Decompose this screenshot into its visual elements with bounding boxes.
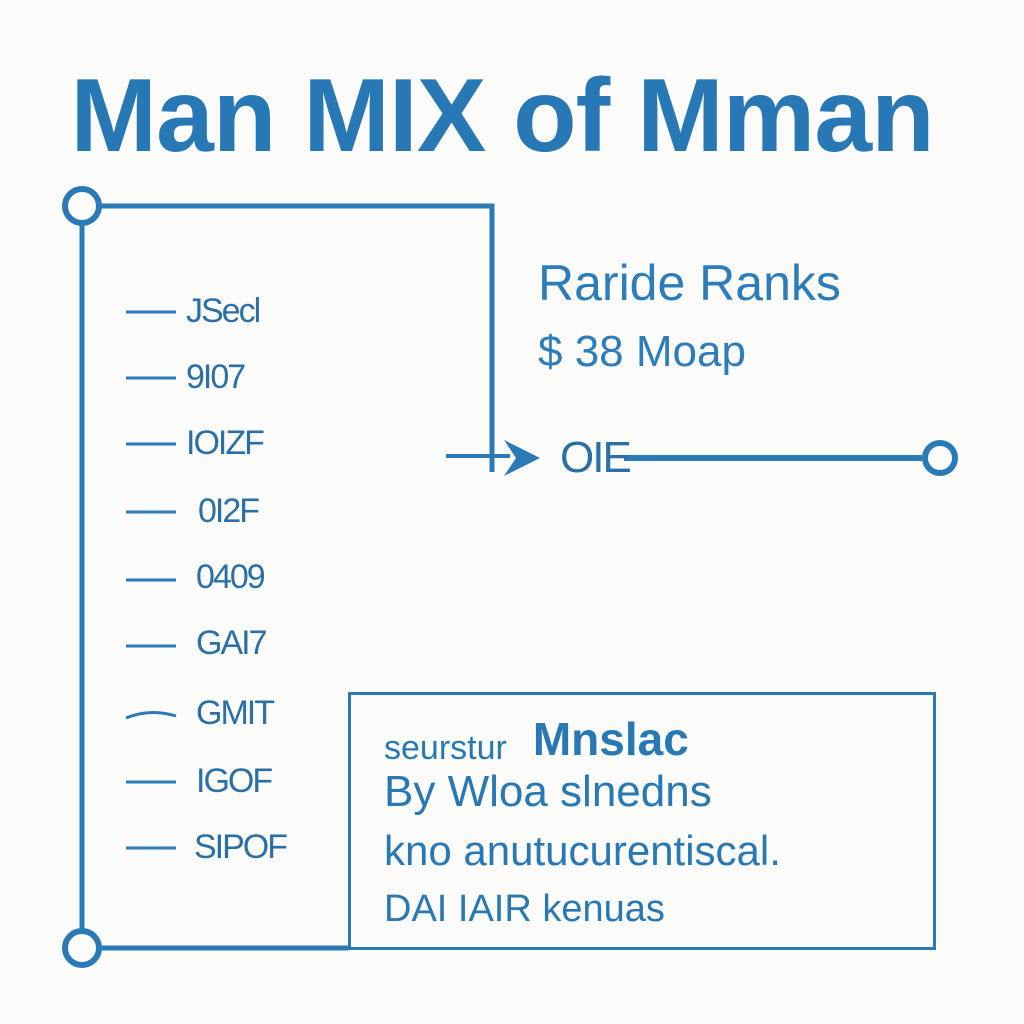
top-left-node bbox=[62, 186, 102, 226]
tick-label: SIPOF bbox=[194, 828, 288, 866]
tick-label: JSecl bbox=[186, 292, 261, 330]
note-line-2: By Wloa slnedns bbox=[384, 767, 712, 816]
bottom-left-node bbox=[62, 928, 102, 968]
tick-label: IGOF bbox=[196, 762, 273, 800]
note-line-4: DAI IAIR kenuas bbox=[384, 888, 665, 930]
arrow-label: OIE bbox=[560, 433, 632, 482]
note-line-1-strong: Mnslac bbox=[532, 713, 689, 765]
tick-mark bbox=[125, 711, 177, 720]
tick-label: GAI7 bbox=[196, 624, 267, 662]
note-box bbox=[348, 692, 936, 950]
main-bracket-line bbox=[82, 203, 495, 472]
tick-label: 0409 bbox=[196, 558, 266, 596]
side-heading: Raride Ranks bbox=[538, 255, 841, 311]
note-line-3: kno anutucurentiscal. bbox=[384, 827, 781, 874]
side-subheading: $ 38 Moap bbox=[538, 327, 746, 376]
tick-label: 0I2F bbox=[198, 492, 260, 530]
arrow-head bbox=[504, 440, 540, 476]
tick-label: IOIZF bbox=[186, 424, 265, 462]
tick-label: GMIT bbox=[196, 694, 275, 732]
tick-label: 9I07 bbox=[186, 358, 246, 396]
diagram-title: Man MIX of Mman bbox=[70, 58, 934, 174]
note-line-1: seurstur Mnslac bbox=[384, 716, 689, 767]
note-line-1-prefix: seurstur bbox=[384, 729, 507, 767]
right-end-node bbox=[922, 440, 958, 476]
